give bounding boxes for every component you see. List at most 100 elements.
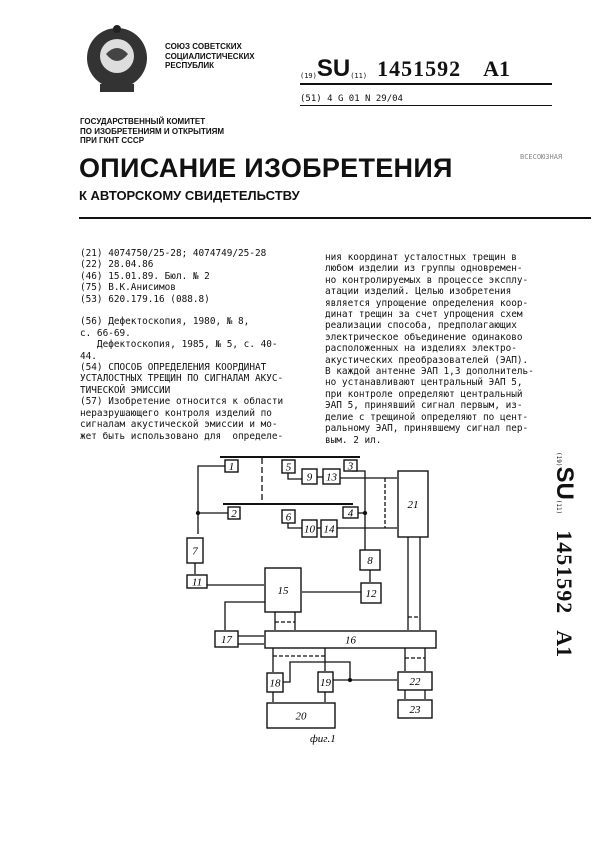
block-frame [186,537,204,564]
block-1: 1 [224,459,239,473]
ipc-code: G 01 N 29/04 [337,94,403,104]
block-18: 18 [266,672,284,693]
ipc-classification: (51) 4 G 01 N 29/04 [300,94,552,106]
block-frame [227,506,241,520]
abstract-line: но устанавливают центральный ЭАП 5, [325,377,523,389]
block-frame [264,567,302,613]
block-7: 7 [186,537,204,564]
block-frame [320,519,338,538]
block-11: 11 [186,574,208,589]
block-label: 9 [307,472,313,484]
biblio-line: жет быть использовано для определе- [80,430,284,442]
block-frame [342,506,359,519]
block-label: 16 [345,635,357,647]
biblio-line: 44. [80,350,97,362]
bibliographic-data: (21) 4074750/25-28; 4074749/25-28(22) 28… [80,248,283,442]
block-label: 13 [326,472,338,484]
block-label: 1 [229,461,235,473]
biblio-line: (56) Дефектоскопия, 1980, № 8, [80,316,250,328]
block-label: 19 [320,677,332,689]
block-label: 15 [278,585,290,597]
document-subtitle: К АВТОРСКОМУ СВИДЕТЕЛЬСТВУ [79,188,300,203]
biblio-line: (22) 28.04.86 [80,259,154,271]
abstract-line: атации изделий. Целью изобретения [325,286,512,298]
block-frame [281,509,296,524]
block-frame [224,459,239,473]
block-label: 7 [192,546,198,558]
committee-name: ГОСУДАРСТВЕННЫЙ КОМИТЕТ ПО ИЗОБРЕТЕНИЯМ … [80,117,224,146]
figure-caption: фиг.1 [310,733,336,745]
abstract-line: любом изделии из группы одновремен- [325,263,523,275]
biblio-line: УСТАЛОСТНЫХ ТРЕЩИН ПО СИГНАЛАМ АКУС- [80,373,284,385]
block-frame [266,702,336,729]
committee-line: ПРИ ГКНТ СССР [80,136,145,145]
block-5: 5 [281,459,296,474]
biblio-line: сигналам акустической эмиссии и мо- [80,419,278,431]
block-frame [264,630,437,649]
abstract-line: ния координат усталостных трещин в [325,252,517,263]
biblio-line: (53) 620.179.16 (088.8) [80,293,210,305]
abstract-line: реализации способа, предполагающих [325,320,517,332]
block-20: 20 [266,702,336,729]
country-code-label: (19) [300,72,317,80]
diagram-wires [194,456,426,702]
block-19: 19 [317,671,334,693]
block-13: 13 [322,468,341,485]
block-21: 21 [397,470,429,538]
biblio-line: (46) 15.01.89. Бюл. № 2 [80,270,210,282]
block-3: 3 [343,459,358,473]
block-frame [186,574,208,589]
block-frame [317,671,334,693]
block-12: 12 [360,582,382,604]
block-label: 10 [304,524,316,536]
block-frame [360,582,382,604]
biblio-line: (75) В.К.Анисимов [80,282,176,294]
block-label: 14 [324,524,336,536]
block-2: 2 [227,506,241,520]
block-label: 3 [347,461,354,473]
block-frame [397,699,433,719]
block-8: 8 [359,549,381,571]
ipc-label: (51) 4 [300,94,333,104]
abstract-line: расположенных на изделиях электро- [325,343,517,355]
union-line: РЕСПУБЛИК [165,61,214,70]
block-23: 23 [397,699,433,719]
committee-line: ГОСУДАРСТВЕННЫЙ КОМИТЕТ [80,117,206,126]
block-frame [281,459,296,474]
abstract-line: при контроле определяют центральный [325,388,523,400]
block-4: 4 [342,506,359,520]
block-14: 14 [320,519,338,538]
biblio-line: неразрушающего контроля изделий по [80,407,272,419]
block-frame [301,468,318,485]
committee-line: ПО ИЗОБРЕТЕНИЯМ И ОТКРЫТИЯМ [80,126,225,136]
abstract-line: но контролируемых в процессе эксплу- [325,274,529,286]
block-frame [214,630,239,648]
country-code: SU [316,55,351,82]
document-title: ОПИСАНИЕ ИЗОБРЕТЕНИЯ [79,153,453,183]
block-label: 5 [286,462,292,474]
block-label: 2 [231,508,237,520]
block-frame [322,468,341,485]
block-frame [266,672,284,693]
block-frame [359,549,381,571]
block-label: 21 [408,499,419,511]
block-22: 22 [397,671,433,691]
abstract-line: вым. 2 ил. [325,434,382,446]
block-frame [397,671,433,691]
block-label: 23 [410,704,422,716]
abstract-line: В каждой антенне ЭАП 1,3 дополнитель- [325,366,534,378]
abstract-line: является упрощение определения коор- [325,297,529,309]
state-emblem [87,25,147,92]
block-label: 17 [221,634,233,646]
block-label: 8 [367,555,373,567]
block-6: 6 [281,509,296,524]
block-16: 16 [264,630,437,649]
block-label: 12 [366,588,378,600]
block-17: 17 [214,630,239,648]
patent-number: 1451592 [377,56,462,81]
abstract-line: ральному ЭАП, принявшему сигнал пер- [325,423,529,435]
number-label: (11) [350,72,368,80]
